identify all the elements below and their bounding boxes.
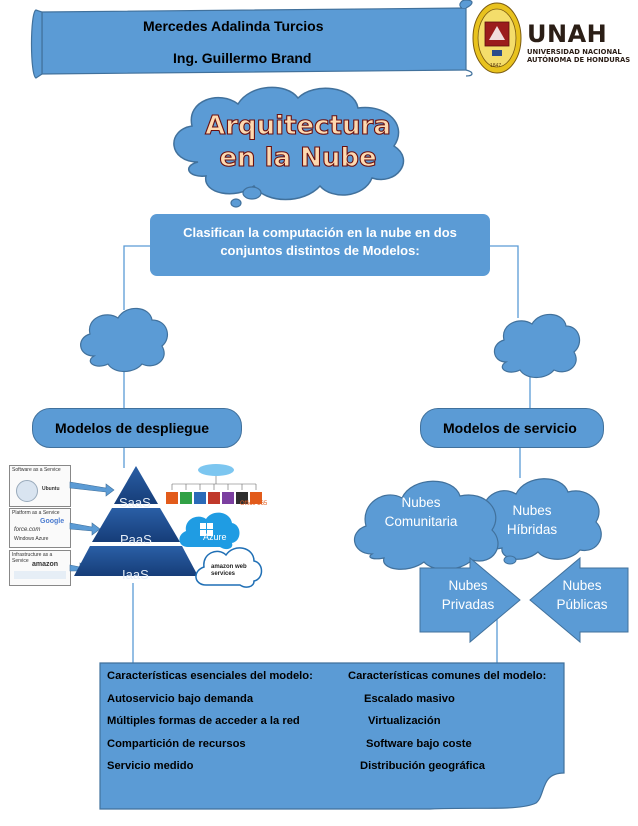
unah-name: UNAH bbox=[527, 20, 608, 48]
header-banner bbox=[30, 0, 473, 79]
intro-line1: Clasifican la computación en la nube en … bbox=[183, 225, 457, 240]
essential-feature-item: Múltiples formas de acceder a la red bbox=[107, 715, 300, 727]
common-feature-item: Virtualización bbox=[368, 715, 441, 727]
essential-features-header: Características esenciales del modelo: bbox=[107, 670, 313, 682]
main-title-line1: Arquitectura bbox=[205, 110, 392, 141]
pyramid-level-saas: SaaS bbox=[119, 495, 151, 510]
google-logo-text: Google bbox=[40, 518, 65, 525]
crossing-arrows bbox=[419, 556, 629, 644]
pyramid-level-iaas: IaaS bbox=[122, 567, 149, 582]
essential-feature-item: Servicio medido bbox=[107, 760, 194, 772]
azure-cloud-icon bbox=[179, 512, 240, 550]
saas-side-logo bbox=[16, 480, 38, 502]
service-pyramid bbox=[74, 466, 198, 576]
cloud-hibridas-label: Nubes Híbridas bbox=[506, 503, 558, 537]
essential-features-column: Características esenciales del modelo: A… bbox=[107, 670, 313, 783]
aws-cloud-icon bbox=[195, 547, 263, 588]
common-feature-item: Distribución geográfica bbox=[360, 760, 485, 772]
right-small-cloud bbox=[493, 313, 581, 379]
unah-subtitle-line1: UNIVERSIDAD NACIONAL bbox=[527, 48, 622, 56]
essential-feature-item: Autoservicio bajo demanda bbox=[107, 692, 254, 705]
saas-side-label: Software as a Service bbox=[12, 467, 61, 473]
features-box bbox=[99, 662, 565, 810]
title-cloud bbox=[173, 86, 405, 208]
deployment-models-label: Modelos de despliegue bbox=[32, 408, 242, 448]
common-features-column: Características comunes del modelo: Esca… bbox=[348, 670, 546, 783]
cloud-privadas-label: Nubes Privadas bbox=[441, 578, 495, 612]
ubuntu-logo-text: Ubuntu bbox=[42, 486, 60, 492]
service-models-text: Modelos de servicio bbox=[443, 420, 577, 436]
paas-side-label: Platform as a Service bbox=[12, 510, 60, 516]
office365-label: Office 365 bbox=[240, 501, 268, 507]
common-feature-item: Escalado masivo bbox=[364, 692, 455, 705]
cloud-hibridas-shape bbox=[473, 478, 602, 565]
service-models-label: Modelos de servicio bbox=[420, 408, 604, 448]
paas-side-panel: Platform as a Service Google force.com W… bbox=[9, 508, 71, 548]
intro-box: Clasifican la computación en la nube en … bbox=[150, 214, 490, 276]
iaas-side-logo bbox=[14, 571, 66, 579]
cloud-publicas-label: Nubes Públicas bbox=[556, 578, 608, 612]
common-features-header: Características comunes del modelo: bbox=[348, 670, 547, 682]
unah-seal-icon bbox=[472, 2, 522, 74]
cloud-comunitaria-shape bbox=[354, 480, 499, 570]
iaas-side-panel: Infrastructure as a Service amazon bbox=[9, 550, 71, 586]
main-title-line2: en la Nube bbox=[219, 142, 377, 173]
pyramid-level-paas: PaaS bbox=[120, 532, 152, 547]
common-feature-item: Software bajo coste bbox=[366, 737, 472, 750]
seal-year: 1847 bbox=[490, 63, 502, 69]
deployment-models-text: Modelos de despliegue bbox=[55, 420, 210, 436]
azure-label: Azure bbox=[203, 532, 227, 542]
forcecom-logo-text: force.com bbox=[14, 527, 41, 533]
teacher-name: Ing. Guillermo Brand bbox=[173, 50, 312, 66]
author-name: Mercedes Adalinda Turcios bbox=[143, 18, 324, 34]
winazure-logo-text: Windows Azure bbox=[14, 536, 49, 542]
unah-logo: UNAH UNIVERSIDAD NACIONAL AUTÓNOMA DE HO… bbox=[527, 20, 630, 64]
cloud-comunitaria-label: Nubes Comunitaria bbox=[384, 495, 458, 529]
aws-label: amazon web services bbox=[211, 564, 247, 577]
unah-subtitle-line2: AUTÓNOMA DE HONDURAS bbox=[527, 56, 631, 64]
saas-side-panel: Software as a Service Ubuntu bbox=[9, 465, 71, 507]
left-small-cloud bbox=[80, 307, 169, 373]
office365-apps-icon bbox=[166, 464, 262, 504]
iaas-side-label: Infrastructure as a Service bbox=[12, 552, 53, 564]
main-title: Arquitectura en la Nube bbox=[188, 110, 408, 174]
essential-feature-item: Compartición de recursos bbox=[107, 737, 246, 750]
intro-line2: conjuntos distintos de Modelos: bbox=[220, 243, 420, 258]
amazon-side-logo-text: amazon bbox=[32, 561, 59, 568]
